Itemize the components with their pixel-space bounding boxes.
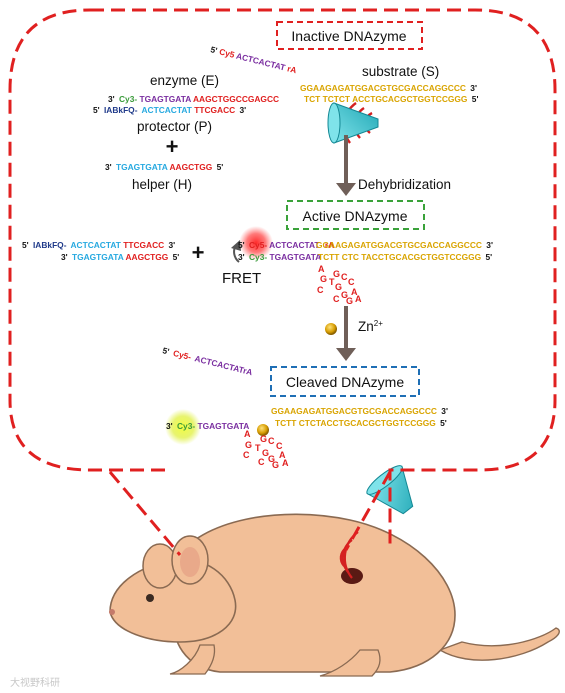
active-loop-letter: C [333, 294, 340, 304]
active-loop-letter: C [317, 285, 324, 295]
active-loop-letter: G [333, 269, 340, 279]
active-loop-letter: G [335, 282, 342, 292]
active-protector-strand: 5' IABkFQ- ACTCACTAT TTCGACC 3' [22, 240, 175, 250]
cleaved-cy5-fragment: 5' Cy5- ACTCACTATrA [162, 345, 254, 377]
cleaved-loop-letter: A [244, 429, 251, 439]
cleaved-bottom-strand: TCTT CTCTACCTGCACGCTGGTCCGGG 5' [275, 418, 447, 428]
mouse-probe-icon [366, 465, 414, 515]
helper-label: helper (H) [132, 177, 192, 192]
cleaved-zinc-ion-dot [257, 424, 269, 436]
inactive-protector-strand: 5' IABkFQ- ACTCACTAT TTCGACC 3' [93, 105, 246, 115]
inactive-enzyme-strand: 3' Cy3- TGAGTGATA AAGCTGGCCGAGCC [108, 94, 279, 104]
active-enzyme-left: 3' Cy3- TGAGTGATA [238, 252, 321, 262]
active-title-box [286, 200, 425, 230]
dehybridization-arrowhead [336, 183, 356, 196]
cy3-glow [165, 409, 201, 445]
inactive-cy5-prime: 5' [210, 44, 219, 55]
active-catalytic-loop: A G C T G C C G A G C G A [317, 264, 362, 306]
inactive-title-box [276, 21, 423, 50]
mouse-nose [109, 609, 115, 615]
active-substrate-top: GGAAGAGATGGACGTGCGACCAGGCCC 3' [316, 240, 493, 250]
mouse-front-leg [169, 644, 216, 675]
inactive-cy5-ra: rA [286, 63, 297, 75]
cleaved-enzyme-left: 3' Cy3- TGAGTGATA [166, 421, 249, 431]
mouse-back-leg [319, 649, 381, 677]
mouse-illustration [109, 465, 560, 677]
cleaved-loop-letter: G [272, 460, 279, 470]
active-loop-letter: A [355, 294, 362, 304]
zinc-label: Zn2+ [358, 319, 383, 334]
watermark-text: 大视野科研 [10, 676, 60, 689]
cleaved-loop-letter: C [243, 450, 250, 460]
svg-text:5' Cy5- ACTCACTATr: 5' Cy5- ACTCACTATrA [162, 345, 254, 377]
inactive-plus-sign: + [166, 134, 179, 159]
inactive-title: Inactive DNAzyme [291, 28, 406, 44]
zinc-ion-dot [325, 323, 337, 335]
callout-dashed-border [8, 8, 557, 545]
active-substrate-left: 5' Cy5- ACTCACTAT rA [238, 240, 334, 250]
substrate-label: substrate (S) [362, 64, 439, 79]
cleaved-loop-letter: C [268, 436, 275, 446]
active-loop-letter: C [341, 272, 348, 282]
active-loop-letter: T [329, 277, 335, 287]
active-loop-letter: A [351, 287, 358, 297]
cleaved-catalytic-loop: A G C T G C C G A G C G A [243, 429, 289, 470]
active-helper-strand: 3' TGAGTGATA AAGCTGG 5' [61, 252, 179, 262]
cleaved-loop-letter: C [258, 457, 265, 467]
cleaved-title-box [270, 366, 420, 397]
fret-quench-glow [239, 226, 273, 260]
active-loop-letter: C [348, 277, 355, 287]
active-loop-letter: A [318, 264, 325, 274]
active-title: Active DNAzyme [302, 208, 407, 224]
protector-label: protector (P) [137, 119, 212, 134]
cleaved-loop-letter: G [268, 454, 275, 464]
enzyme-label: enzyme (E) [150, 73, 219, 88]
cleaved-loop-letter: G [245, 440, 252, 450]
cleaved-loop-letter: T [255, 443, 261, 453]
cleaved-loop-letter: G [260, 434, 267, 444]
cleaved-title: Cleaved DNAzyme [286, 374, 404, 390]
inactive-helper-strand: 3' TGAGTGATA AAGCTGG 5' [105, 162, 223, 172]
mouse-eye [146, 594, 154, 602]
inactive-substrate-top: GGAAGAGATGGACGTGCGACCAGGCCC 3' [300, 83, 477, 93]
mouse-ear-inner [180, 547, 200, 577]
cleaved-top-strand: GGAAGAGATGGACGTGCGACCAGGCCC 3' [271, 406, 448, 416]
tumor-spot [341, 568, 363, 584]
active-loop-letter: G [341, 290, 348, 300]
active-loop-letter: G [346, 296, 353, 306]
active-loop-letter: G [320, 274, 327, 284]
cleaved-loop-letter: C [276, 441, 283, 451]
inactive-substrate-bottom: TCT TCTCT ACCTGCACGCTGGTCCGGG 5' [304, 94, 478, 104]
fret-arrowhead [231, 240, 241, 251]
cleaved-loop-letter: A [282, 458, 289, 468]
mouse-tail [438, 627, 560, 661]
ultrasound-probe-icon [327, 102, 379, 144]
callout-pointer-left [108, 471, 182, 556]
fret-label: FRET [222, 270, 261, 287]
active-plus-sign: + [192, 240, 205, 265]
cleaved-loop-letter: A [279, 450, 286, 460]
dehybridization-label: Dehybridization [358, 177, 451, 192]
callout-pointer-right [344, 471, 392, 551]
inactive-cy5-seq: ACTCACTAT [235, 51, 287, 73]
active-enzyme-bottom: TCTT CTC TACCTGCACGCTGGTCCGGG 5' [318, 252, 492, 262]
cleaved-loop-letter: G [262, 448, 269, 458]
inactive-cy5-label: Cy5 [218, 46, 236, 60]
zinc-arrowhead [336, 348, 356, 361]
